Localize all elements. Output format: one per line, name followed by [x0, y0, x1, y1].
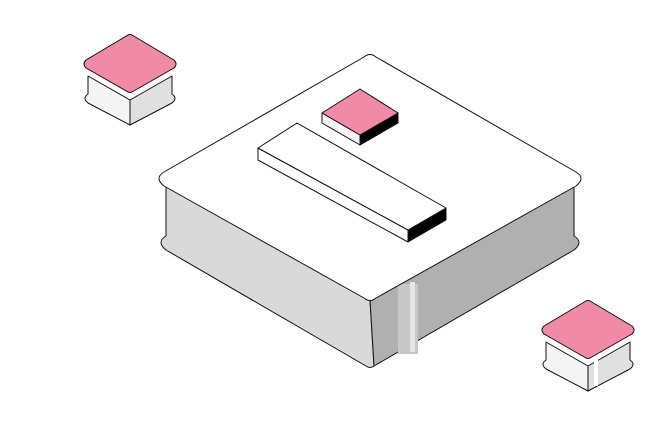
block-left-face [542, 341, 589, 392]
block-bottom-right[interactable] [541, 300, 635, 392]
block-right-face [129, 75, 176, 126]
block-on-base[interactable] [321, 88, 399, 146]
block-highlight [594, 356, 598, 386]
block-top-face [83, 34, 177, 93]
base-right-face [369, 185, 580, 367]
base-left-face [160, 185, 375, 368]
base-stripe-highlight [410, 282, 415, 352]
block-right-face [587, 341, 634, 392]
block-top-face [541, 300, 635, 359]
block-top-left[interactable] [83, 34, 177, 126]
block-top-face [321, 88, 399, 136]
slot-bar[interactable] [257, 122, 447, 243]
slot-bar-top-face [257, 122, 447, 231]
block-left-face [84, 75, 131, 126]
